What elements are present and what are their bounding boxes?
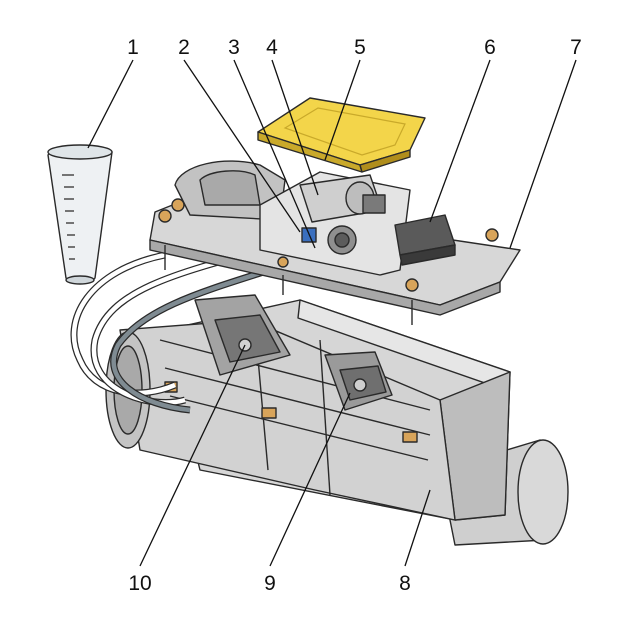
callout-4: 4 xyxy=(266,36,278,59)
callout-9: 9 xyxy=(264,572,276,595)
callout-6: 6 xyxy=(484,36,496,59)
bolt-icon xyxy=(158,198,499,292)
callout-8: 8 xyxy=(399,572,411,595)
connecting-tubes xyxy=(70,236,317,414)
flap-mechanism-10 xyxy=(194,294,291,376)
yellow-cover-lid xyxy=(257,97,426,173)
leader-lines xyxy=(87,59,577,567)
callout-labels: 1 2 3 4 5 6 7 10 9 8 xyxy=(127,36,582,595)
measuring-beaker xyxy=(47,144,113,285)
callout-10: 10 xyxy=(128,572,151,595)
electronics-housing xyxy=(259,171,411,276)
callout-2: 2 xyxy=(178,36,190,59)
callout-5: 5 xyxy=(354,36,366,59)
actuator-hood xyxy=(174,160,286,221)
flap-mechanism-9 xyxy=(324,351,393,411)
callout-1: 1 xyxy=(127,36,139,59)
callout-7: 7 xyxy=(570,36,582,59)
callout-3: 3 xyxy=(228,36,240,59)
electrical-connector xyxy=(394,214,456,266)
